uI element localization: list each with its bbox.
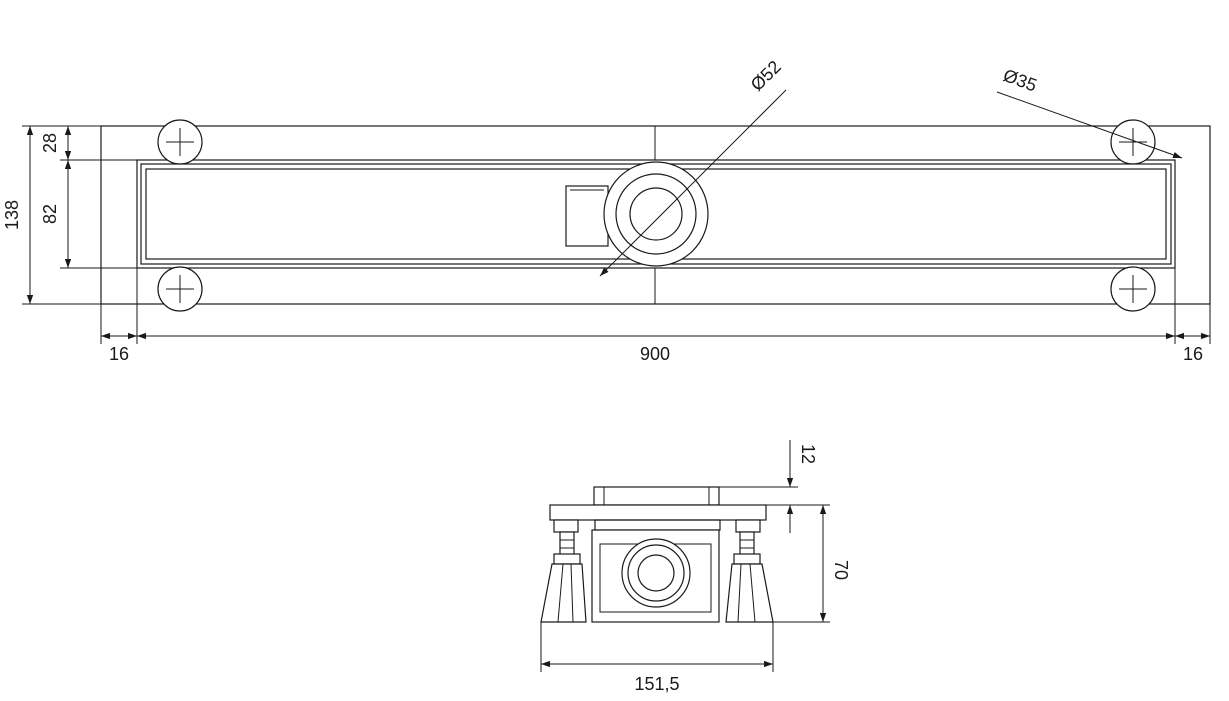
fixing-hole-diameter-leader	[996, 91, 1183, 159]
side-outlet-outer	[621, 538, 691, 608]
label-body-height: 70	[831, 560, 851, 580]
outlet-housing	[565, 185, 609, 247]
outlet-ring-outer	[603, 161, 709, 267]
grate-top	[593, 486, 720, 506]
fixing-hole-bottom-left	[157, 266, 203, 312]
label-left-margin: 16	[109, 344, 129, 364]
frame-plate	[549, 504, 767, 521]
top-view: 138 28 82 16 900 16 Ø52 Ø35	[2, 57, 1211, 364]
adjustable-leg-right	[725, 519, 774, 623]
side-outlet-inner	[637, 554, 675, 592]
fixing-hole-top-left	[157, 119, 203, 165]
label-fixing-hole-diameter: Ø35	[1001, 65, 1040, 95]
outlet-ring-middle	[615, 173, 697, 255]
fixing-hole-bottom-right	[1110, 266, 1156, 312]
label-grate-height: 12	[798, 444, 818, 464]
side-view: 12 70 151,5	[540, 440, 851, 694]
fixing-hole-top-right	[1110, 119, 1156, 165]
outlet-diameter-leader	[599, 89, 787, 277]
label-overall-height: 138	[2, 200, 22, 230]
label-outlet-diameter: Ø52	[747, 57, 785, 95]
side-outlet-middle	[627, 544, 685, 602]
label-length: 900	[640, 344, 670, 364]
label-channel-width: 82	[40, 204, 60, 224]
outlet-ring-inner	[629, 187, 683, 241]
label-top-offset: 28	[40, 133, 60, 153]
label-right-margin: 16	[1183, 344, 1203, 364]
adjustable-leg-left	[540, 519, 587, 623]
label-base-width: 151,5	[634, 674, 679, 694]
